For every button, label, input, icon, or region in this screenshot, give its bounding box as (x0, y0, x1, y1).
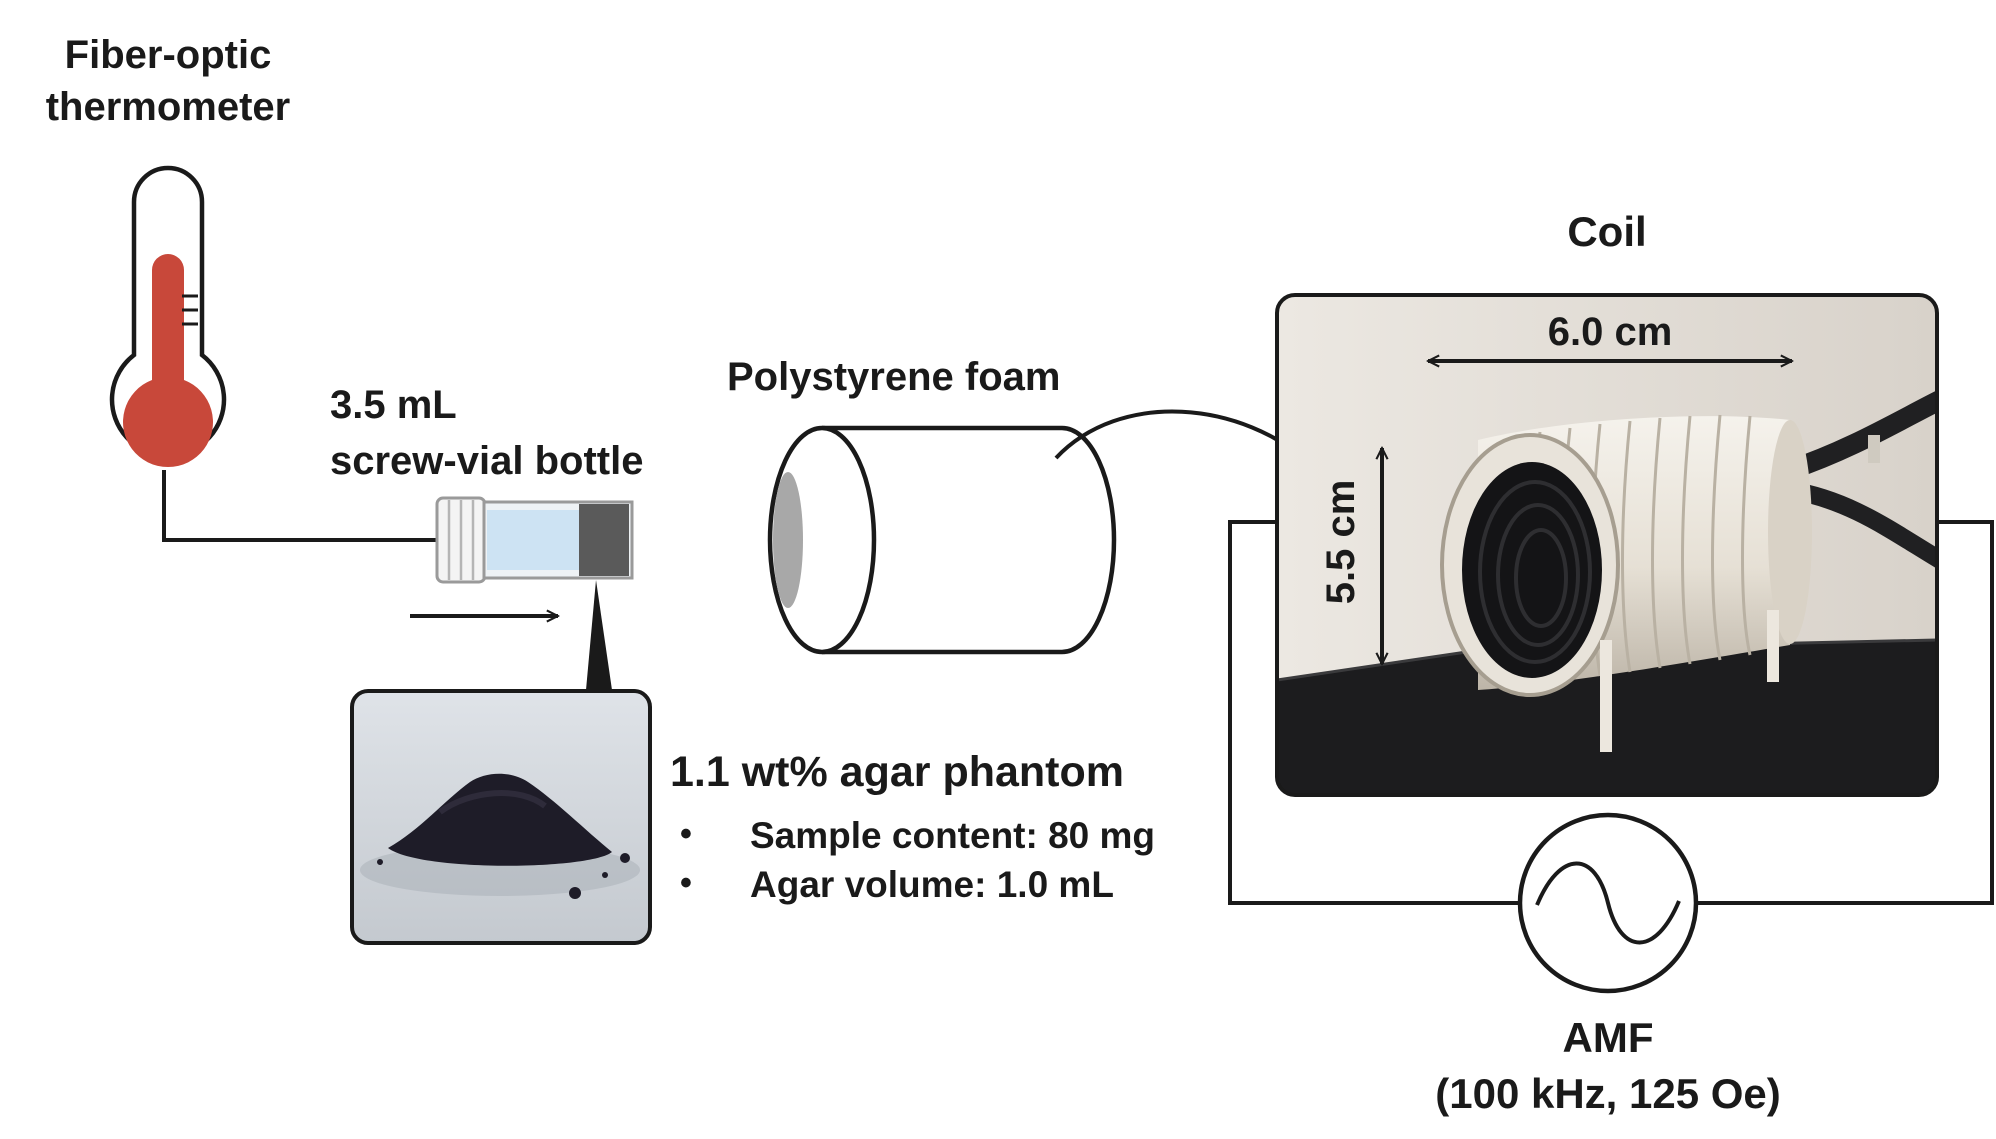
coil-photo (1275, 293, 1939, 797)
phantom-title: 1.1 wt% agar phantom (670, 748, 1124, 796)
vial-label-line1: 3.5 mL (330, 383, 457, 427)
vial-label-line2: screw-vial bottle (330, 439, 643, 483)
thermometer-mercury (123, 254, 214, 468)
coil-height-label: 5.5 cm (1319, 480, 1363, 605)
thermometer-icon (109, 165, 227, 468)
thermometer-label-line1: Fiber-optic (65, 33, 272, 77)
polystyrene-foam-icon (767, 425, 1117, 655)
foam-label: Polystyrene foam (727, 355, 1060, 399)
amf-circuit-wire (1228, 520, 1520, 905)
amf-circuit-wire-right (1696, 520, 1994, 905)
coil-width-label: 6.0 cm (1548, 310, 1673, 354)
bullet-marker-2: • (680, 864, 692, 902)
thermometer-label-line2: thermometer (46, 85, 291, 129)
screw-vial-icon (435, 496, 634, 584)
amf-parameters: (100 kHz, 125 Oe) (1435, 1070, 1781, 1117)
callout-wedge (586, 580, 612, 690)
sample-content-text: Sample content: 80 mg (750, 815, 1155, 856)
ac-source-icon (1517, 812, 1699, 994)
amf-label: AMF (1563, 1014, 1654, 1061)
vial-liquid (487, 510, 579, 570)
bullet-marker-1: • (680, 815, 692, 853)
agar-volume-text: Agar volume: 1.0 mL (750, 864, 1114, 905)
vial-sample (579, 504, 629, 576)
sample-powder-photo (350, 689, 652, 945)
coil-label: Coil (1567, 208, 1646, 255)
